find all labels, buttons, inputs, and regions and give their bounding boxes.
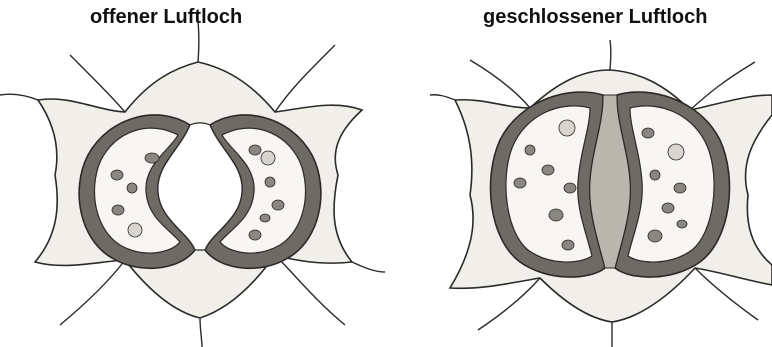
closed-stoma bbox=[430, 40, 772, 347]
open-stoma bbox=[0, 20, 385, 347]
